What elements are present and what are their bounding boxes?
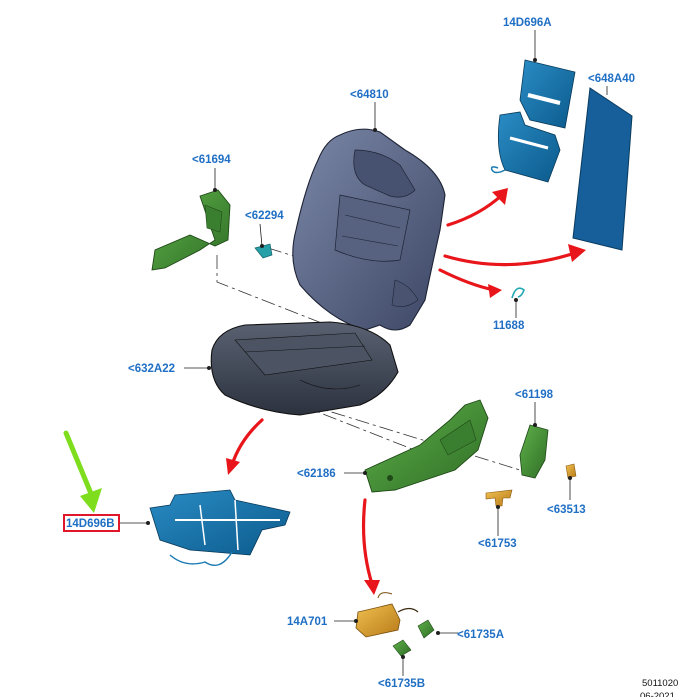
seat-cushion-foam	[210, 321, 399, 416]
green-arrow-icon	[63, 430, 102, 513]
callout-11688: 11688	[493, 320, 525, 332]
inner-shield-bracket	[519, 424, 549, 479]
seat-side-shield	[364, 399, 489, 493]
callout-61694: <61694	[192, 154, 231, 166]
connector-cap-a	[417, 619, 435, 639]
callout-61753: <61753	[478, 538, 517, 550]
highlight-box	[63, 514, 120, 532]
callout-61735A: <61735A	[457, 629, 504, 641]
drawing-code-line1: 5011020	[642, 678, 678, 689]
back-heater-mat	[490, 59, 576, 183]
callout-14A701: 14A701	[287, 616, 328, 628]
callout-61198: <61198	[515, 389, 554, 401]
callout-648A40: <648A40	[588, 73, 635, 85]
callout-64810: <64810	[350, 89, 389, 101]
callout-14D696A: 14D696A	[503, 17, 552, 29]
seat-clip-61753	[485, 489, 513, 507]
seat-back-foam	[292, 128, 446, 331]
callout-63513: <63513	[547, 504, 586, 516]
red-arrow-icon-3	[438, 268, 496, 292]
connector-cap-b	[392, 639, 412, 657]
recliner-cover-bracket	[151, 189, 231, 271]
red-arrow-icon-5	[361, 498, 374, 586]
callout-61735B: <61735B	[378, 678, 425, 690]
red-arrow-icon-2	[443, 250, 580, 267]
callout-14D696B: 14D696B	[66, 518, 115, 530]
wire-clip	[511, 287, 525, 299]
leader-dots	[146, 58, 572, 659]
plastic-cap-63513	[565, 463, 577, 479]
red-arrow-icon-1	[446, 193, 504, 227]
drawing-code: 5011020 06-2021	[640, 678, 678, 697]
retainer-pin	[254, 243, 273, 259]
callout-62186: <62186	[297, 468, 336, 480]
callout-labels: 14D696A <648A40 <64810 <61694 <62294 116…	[66, 17, 635, 690]
red-arrow-icon-4	[230, 418, 264, 467]
seat-control-module	[355, 592, 419, 638]
drawing-code-line2: 06-2021	[640, 691, 675, 697]
centerline-backrest	[216, 255, 366, 341]
callout-62294: <62294	[245, 210, 284, 222]
leader-lines	[119, 30, 608, 676]
cushion-heater-mat	[149, 489, 291, 566]
back-panel-board	[572, 87, 633, 251]
red-arrow-heads	[226, 188, 586, 595]
callout-632A22: <632A22	[128, 363, 175, 375]
